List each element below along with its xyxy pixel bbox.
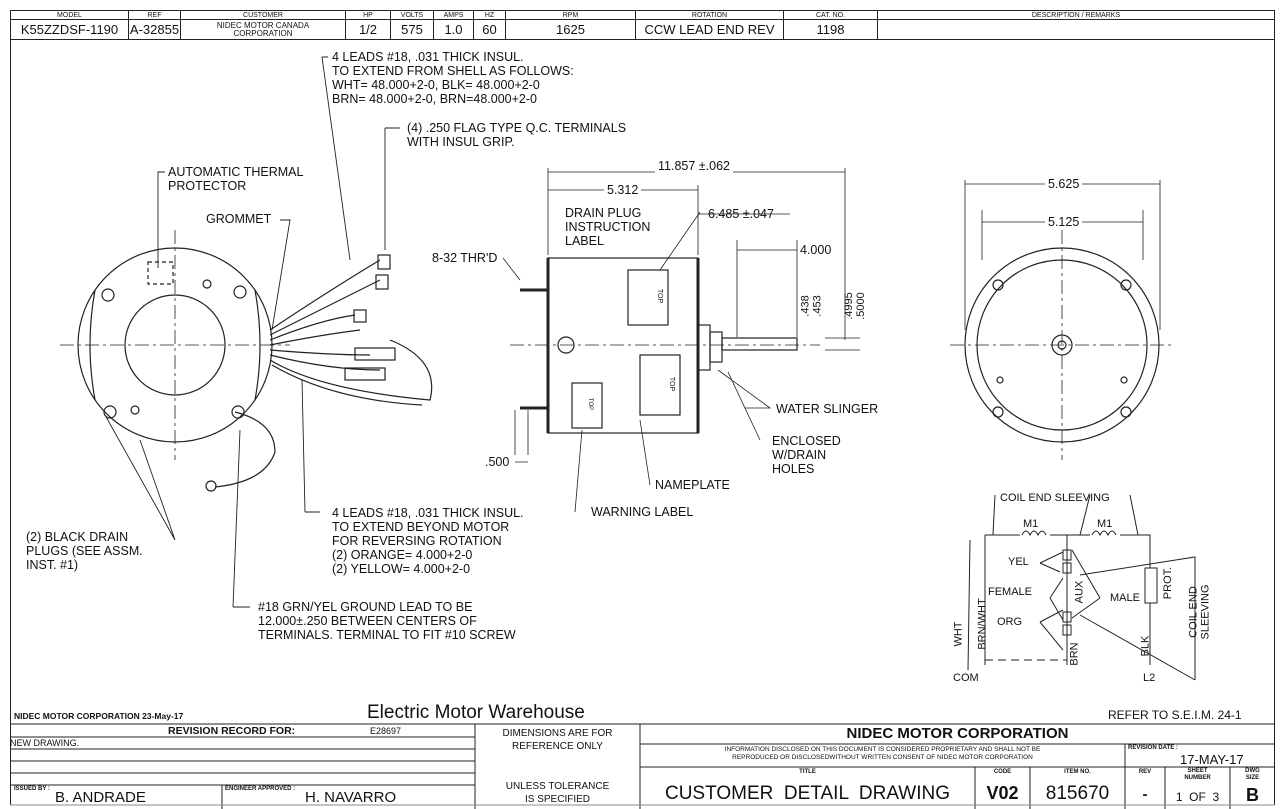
drawing-frame [10, 40, 1275, 805]
note-water-slinger: WATER SLINGER [776, 402, 879, 416]
issued-by-label: ISSUED BY : [14, 786, 50, 792]
revision-entry: NEW DRAWING. [10, 738, 80, 748]
revision-date-label: REVISION DATE : [1128, 745, 1178, 751]
top-label-2: TOP [668, 376, 676, 392]
title-block-lines [10, 723, 1275, 809]
note-thread: 8-32 THR'D [432, 251, 498, 265]
wiring-schematic [967, 494, 1196, 681]
wiring-yel: YEL [1008, 556, 1029, 568]
revision-record-id: E28697 [370, 726, 402, 736]
rev-label: REV [1138, 769, 1152, 775]
dim-shaft-length: 4.000 [800, 243, 832, 257]
note-drain-plugs: (2) BLACK DRAIN PLUGS (SEE ASSM. INST. #… [26, 530, 143, 572]
wiring-coil-end-sleeving: COIL END SLEEVING [1000, 492, 1110, 504]
dim-d1: .438 [799, 295, 812, 317]
note-ground-lead: #18 GRN/YEL GROUND LEAD TO BE 12.000±.25… [258, 600, 516, 642]
dim-overall-length: 11.857 ±.062 [655, 159, 733, 173]
dim-d3: .4995 [842, 292, 855, 320]
title-label: TITLE [799, 769, 816, 775]
header-description: DESCRIPTION / REMARKS [878, 11, 1274, 39]
item-number: 815670 [1045, 783, 1110, 804]
note-enclosed: ENCLOSED W/DRAIN HOLES [772, 434, 841, 476]
dim-stud: .500 [485, 455, 510, 469]
note-nameplate: NAMEPLATE [655, 478, 730, 492]
top-label-1: TOP [656, 288, 664, 304]
motor-side-view [510, 257, 820, 434]
dim-outer-diameter: 5.625 [1045, 177, 1083, 191]
motor-end-view-right [950, 180, 1175, 460]
wiring-l2: L2 [1143, 672, 1156, 684]
note-warning-label: WARNING LABEL [591, 505, 694, 519]
tolerance-note: UNLESS TOLERANCE IS SPECIFIED [505, 781, 610, 805]
corporation-name: NIDEC MOTOR CORPORATION [846, 725, 1069, 742]
dim-body-length: 5.312 [604, 183, 642, 197]
wiring-m1-right: M1 [1097, 518, 1113, 530]
dwg-size-label: DWG SIZE [1245, 768, 1260, 781]
rev: - [1142, 786, 1148, 803]
wiring-prot: PROT. [1162, 566, 1175, 600]
refer-note: REFER TO S.E.I.M. 24-1 [1108, 708, 1242, 722]
wiring-male: MALE [1110, 592, 1140, 604]
drawing-title: CUSTOMER DETAIL DRAWING [664, 783, 951, 804]
wiring-wht: WHT [952, 621, 965, 647]
leader-lines [104, 56, 400, 608]
code: V02 [986, 783, 1019, 803]
wiring-com: COM [953, 672, 979, 684]
dim-shaft-extension: 6.485 ±.047 [708, 207, 774, 221]
wiring-brn-wht: BRN/WHT [976, 598, 989, 650]
motor-end-view-left [60, 230, 290, 460]
sheet-label: SHEET NUMBER [1184, 768, 1211, 781]
engineer: H. NAVARRO [305, 789, 397, 806]
sheet-number: 1 OF 3 [1175, 790, 1220, 804]
dim-d2: .453 [811, 295, 824, 317]
note-drain-plug-label: DRAIN PLUG INSTRUCTION LABEL [565, 206, 651, 248]
proprietary-notice: INFORMATION DISCLOSED ON THIS DOCUMENT I… [724, 746, 1041, 761]
wiring-brn: BRN [1068, 642, 1081, 666]
dim-inner-diameter: 5.125 [1045, 215, 1083, 229]
revision-record-label: REVISION RECORD FOR: [168, 725, 296, 737]
issued-by: B. ANDRADE [55, 789, 146, 806]
note-leads-bottom: 4 LEADS #18, .031 THICK INSUL. TO EXTEND… [332, 506, 524, 576]
note-thermal-protector: AUTOMATIC THERMAL PROTECTOR [168, 165, 304, 193]
item-label: ITEM NO. [1064, 769, 1091, 775]
wiring-m1-left: M1 [1023, 518, 1039, 530]
dim-d4: .5000 [854, 292, 867, 320]
wiring-coil-end-sleeving-vertical: COIL END SLEEVING [1187, 584, 1212, 640]
code-label: CODE [993, 769, 1012, 775]
wiring-female: FEMALE [988, 586, 1033, 598]
revision-date: 17-MAY-17 [1180, 752, 1244, 767]
wiring-org: ORG [997, 616, 1023, 628]
wiring-aux: AUX [1073, 580, 1086, 604]
top-label-3: TOP [587, 397, 594, 411]
engineer-label: ENGINEER APPROVED : [225, 786, 296, 792]
wiring-blk: BLK [1139, 635, 1152, 657]
watermark: Electric Motor Warehouse [367, 702, 585, 723]
note-leads-top: 4 LEADS #18, .031 THICK INSUL. TO EXTEND… [332, 50, 574, 106]
dwg-size: B [1246, 785, 1259, 805]
company-date: NIDEC MOTOR CORPORATION 23-May-17 [14, 711, 184, 721]
header-cat-no: CAT. NO.1198 [784, 11, 878, 39]
note-terminals: (4) .250 FLAG TYPE Q.C. TERMINALS WITH I… [407, 121, 627, 149]
lead-wires [205, 254, 433, 492]
dimensions-note: DIMENSIONS ARE FOR REFERENCE ONLY [502, 728, 613, 752]
note-grommet: GROMMET [206, 212, 272, 226]
